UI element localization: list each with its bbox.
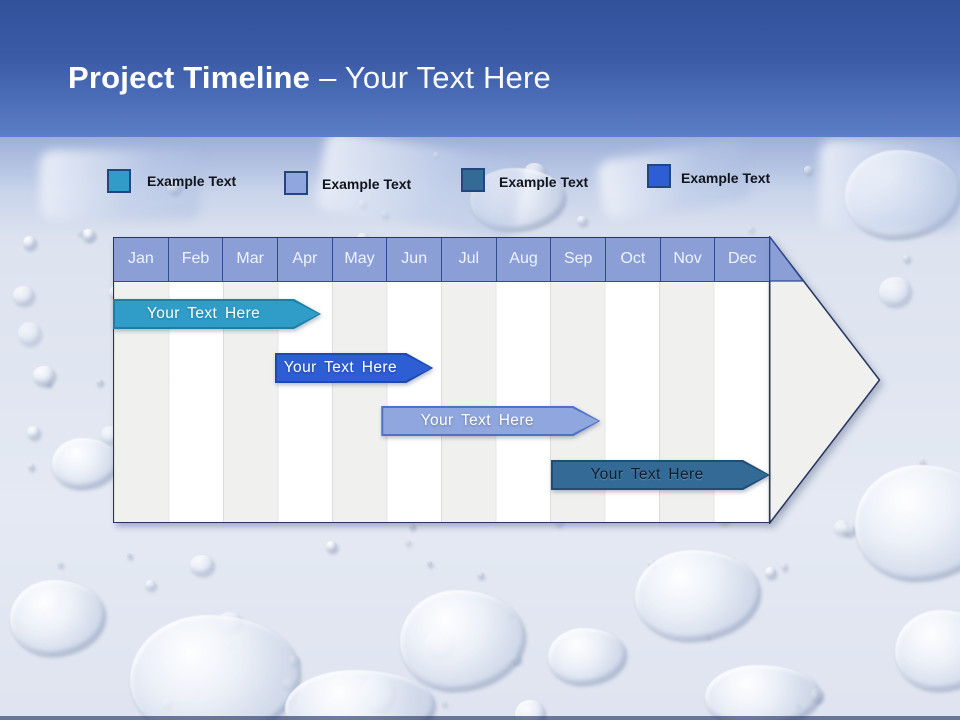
droplet-decoration: [919, 458, 926, 465]
month-cell: Sep: [551, 238, 607, 281]
droplet-decoration: [765, 567, 777, 579]
droplet-decoration: [879, 277, 911, 306]
large-droplet-decoration: [548, 628, 626, 684]
droplet-decoration: [441, 700, 447, 707]
timeline-arrowhead: [769, 236, 881, 524]
month-cell: May: [333, 238, 388, 281]
month-cell: Jul: [442, 238, 497, 281]
droplet-decoration: [27, 463, 35, 471]
slide-bottom-edge: [0, 716, 960, 720]
page-title: Project Timeline– Your Text Here: [68, 60, 551, 96]
legend-swatch: [284, 171, 308, 195]
large-droplet-decoration: [10, 580, 105, 655]
droplet-decoration: [18, 322, 41, 346]
large-droplet-decoration: [635, 550, 760, 640]
bar-arrow-fill: [553, 462, 768, 488]
month-cell: Apr: [278, 238, 333, 281]
bar-label: Your Text Here: [146, 305, 261, 322]
month-cell: Mar: [223, 238, 279, 281]
title-bold-text: Project Timeline: [68, 60, 311, 95]
droplet-decoration: [12, 286, 35, 305]
droplet-decoration: [903, 255, 910, 262]
droplet-decoration: [804, 166, 813, 175]
month-cell: Feb: [169, 238, 224, 281]
droplet-decoration: [145, 579, 157, 590]
droplet-decoration: [57, 562, 63, 568]
slide-header: Project Timeline– Your Text Here: [0, 0, 960, 137]
large-droplet-decoration: [130, 615, 300, 720]
droplet-decoration: [96, 379, 103, 386]
timeline-bar: Your Text Here: [275, 353, 434, 383]
title-suffix-text: – Your Text Here: [319, 60, 551, 95]
droplet-decoration: [834, 520, 850, 536]
legend-label: Example Text: [681, 170, 771, 186]
month-cell: Dec: [728, 250, 757, 267]
bar-arrow-fill: [383, 408, 598, 434]
droplet-decoration: [408, 522, 415, 530]
month-cell: Oct: [606, 238, 661, 281]
droplet-decoration: [82, 228, 96, 241]
large-droplet-decoration: [52, 438, 118, 488]
droplet-decoration: [426, 560, 432, 566]
large-droplet-decoration: [855, 465, 960, 580]
large-droplet-decoration: [705, 665, 820, 720]
bar-label: Your Text Here: [420, 412, 534, 429]
droplet-decoration: [77, 229, 84, 236]
droplet-decoration: [577, 216, 587, 225]
bar-label: Your Text Here: [283, 359, 398, 376]
legend-label: Example Text: [499, 174, 589, 190]
month-cell: Nov: [661, 238, 716, 281]
droplet-decoration: [190, 554, 214, 575]
droplet-decoration: [126, 552, 133, 559]
droplet-decoration: [27, 426, 41, 439]
bar-arrow-fill: [277, 355, 432, 381]
ice-cube-decoration: [820, 140, 960, 230]
legend-swatch: [647, 164, 671, 188]
droplet-decoration: [747, 225, 755, 233]
droplet-decoration: [405, 539, 411, 546]
droplet-decoration: [780, 563, 788, 570]
timeline-bar: Your Text Here: [551, 460, 770, 490]
month-cell: Jan: [114, 238, 169, 281]
legend-swatch: [461, 168, 485, 192]
droplet-decoration: [326, 541, 337, 552]
bar-label: Your Text Here: [590, 466, 704, 483]
legend-swatch: [107, 169, 131, 193]
large-droplet-decoration: [400, 590, 525, 690]
legend-label: Example Text: [147, 173, 237, 189]
droplet-decoration: [33, 366, 56, 386]
timeline-bar: Your Text Here: [381, 406, 600, 436]
droplet-decoration: [477, 571, 484, 579]
legend-label: Example Text: [322, 176, 412, 192]
droplet-decoration: [23, 235, 37, 250]
droplet-decoration: [515, 700, 545, 720]
month-cell: Jun: [387, 238, 443, 281]
large-droplet-decoration: [895, 610, 960, 690]
month-cell: Aug: [497, 238, 552, 281]
timeline-bar: Your Text Here: [113, 299, 321, 329]
bar-arrow-fill: [115, 301, 319, 327]
